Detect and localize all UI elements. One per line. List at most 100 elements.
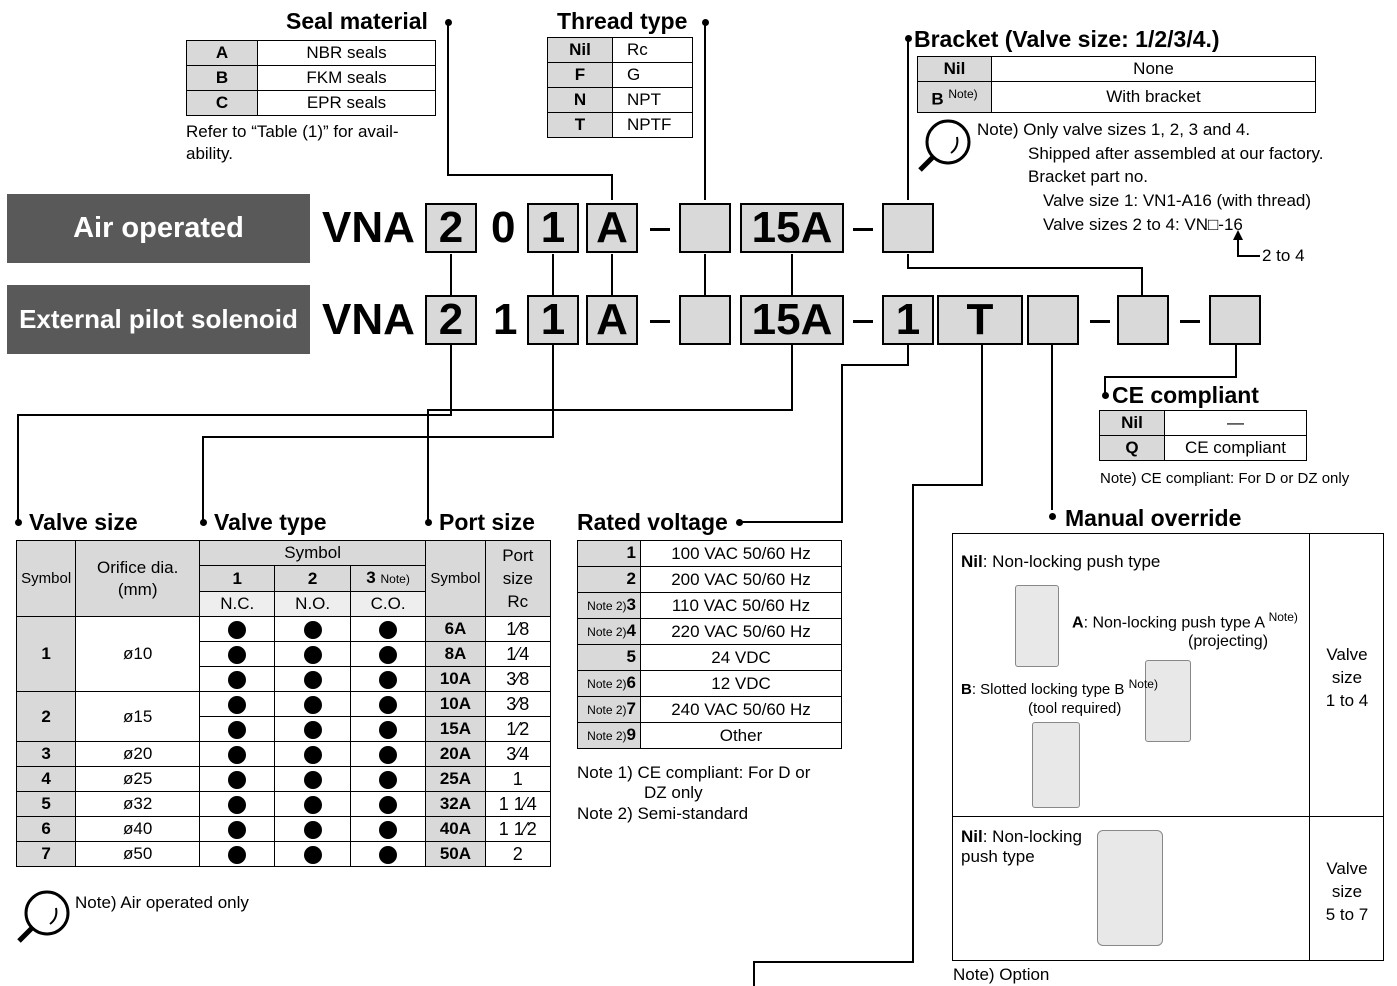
bullet-icon: [303, 795, 322, 814]
bullet-icon: [228, 745, 247, 764]
port-symbol: 20A: [425, 741, 486, 767]
rated-voltage-title: Rated voltage: [577, 509, 728, 535]
availability-dot: [199, 766, 276, 792]
bullet-icon: [228, 845, 247, 864]
voltage-code: 2: [577, 566, 641, 593]
valve-size-symbol: 4: [15, 766, 77, 792]
voltage-code: Note 2)3: [577, 592, 641, 619]
availability-dot: [349, 716, 427, 742]
seal-material-title: Seal material: [286, 8, 428, 34]
valve-size-symbol: 1: [15, 616, 77, 692]
availability-dot: [274, 616, 351, 642]
voltage-code: 5: [577, 644, 641, 671]
sol-bracket-box: [1117, 295, 1169, 345]
bracket-code: B Note): [917, 81, 992, 113]
availability-dot: [199, 666, 276, 692]
override-b-label: B: Slotted locking type B Note): [961, 677, 1158, 698]
sol-voltage-box: 1: [882, 295, 934, 345]
magnifier-icon: [918, 119, 971, 172]
valve-type-title: Valve type: [214, 509, 327, 535]
availability-dot: [349, 741, 427, 767]
availability-dot: [199, 616, 276, 642]
valve-image-b: [1032, 722, 1080, 808]
air-thread-box: [679, 203, 731, 253]
valve-size-title: Valve size: [29, 509, 138, 535]
rated-voltage-note-1: Note 1) CE compliant: For D or: [577, 763, 811, 782]
override-divider-v: [1309, 533, 1310, 961]
bullet-icon: [379, 795, 398, 814]
orifice-dia: ø10: [75, 616, 201, 692]
col-type-3: 3 Note): [349, 565, 427, 592]
valve-image-a: [1145, 660, 1191, 742]
bullet-icon: [379, 845, 398, 864]
bullet-icon: [303, 720, 322, 739]
air-seal-box: A: [586, 203, 638, 253]
port-size-dot: [425, 519, 432, 526]
seal-value: NBR seals: [257, 40, 436, 66]
availability-dot: [199, 791, 276, 817]
manual-override-table: [952, 533, 1384, 961]
bullet-icon: [379, 745, 398, 764]
sol-thread-box: [679, 295, 731, 345]
availability-dot: [349, 666, 427, 692]
air-valve-size-box: 2: [425, 203, 477, 253]
seal-value: EPR seals: [257, 90, 436, 116]
col-type-2: 2: [274, 565, 351, 592]
seal-material-note: Refer to “Table (1)” for avail-: [186, 122, 399, 141]
orifice-dia: ø40: [75, 816, 201, 842]
thread-code: F: [547, 62, 613, 88]
voltage-code: 1: [577, 540, 641, 567]
port-symbol: 25A: [425, 766, 486, 792]
bullet-icon: [303, 745, 322, 764]
bullet-icon: [228, 670, 247, 689]
port-symbol: 10A: [425, 691, 486, 717]
availability-dot: [349, 791, 427, 817]
thread-type-title: Thread type: [557, 8, 688, 34]
manual-override-dot: [1049, 513, 1056, 520]
bullet-icon: [228, 645, 247, 664]
override-a-label: A: Non-locking push type A Note): [1072, 610, 1298, 632]
thread-code: T: [547, 112, 613, 138]
magnifier-icon: [17, 890, 70, 943]
bullet-icon: [303, 645, 322, 664]
availability-dot: [349, 766, 427, 792]
bullet-icon: [379, 770, 398, 789]
bracket-title: Bracket (Valve size: 1/2/3/4.): [914, 26, 1220, 52]
voltage-value: 240 VAC 50/60 Hz: [640, 696, 842, 723]
bracket-value: With bracket: [991, 81, 1316, 113]
port-symbol: 10A: [425, 666, 486, 692]
bracket-note-1: Note) Only valve sizes 1, 2, 3 and 4.: [977, 120, 1251, 139]
seal-code: A: [186, 40, 258, 66]
orifice-dia: ø50: [75, 841, 201, 867]
availability-dot: [199, 641, 276, 667]
availability-dot: [274, 816, 351, 842]
bullet-icon: [228, 620, 247, 639]
bracket-value: None: [991, 56, 1316, 82]
rated-voltage-note-2: Note 2) Semi-standard: [577, 804, 749, 823]
availability-dot: [274, 641, 351, 667]
col-symbol-group: Symbol: [199, 540, 427, 566]
availability-dot: [274, 716, 351, 742]
ce-note: Note) CE compliant: For D or DZ only: [1100, 470, 1350, 487]
bracket-note-3: Bracket part no.: [1028, 167, 1149, 186]
thread-value: Rc: [612, 37, 693, 63]
manual-override-title: Manual override: [1065, 505, 1242, 531]
bullet-icon: [379, 670, 398, 689]
external-pilot-solenoid-label: External pilot solenoid: [7, 285, 310, 354]
valve-size-symbol: 6: [15, 816, 77, 842]
valve-size-dot: [15, 519, 22, 526]
orifice-dia: ø32: [75, 791, 201, 817]
availability-dot: [199, 716, 276, 742]
air-operated-label: Air operated: [7, 194, 310, 263]
dash: [1180, 320, 1200, 323]
availability-dot: [274, 841, 351, 867]
